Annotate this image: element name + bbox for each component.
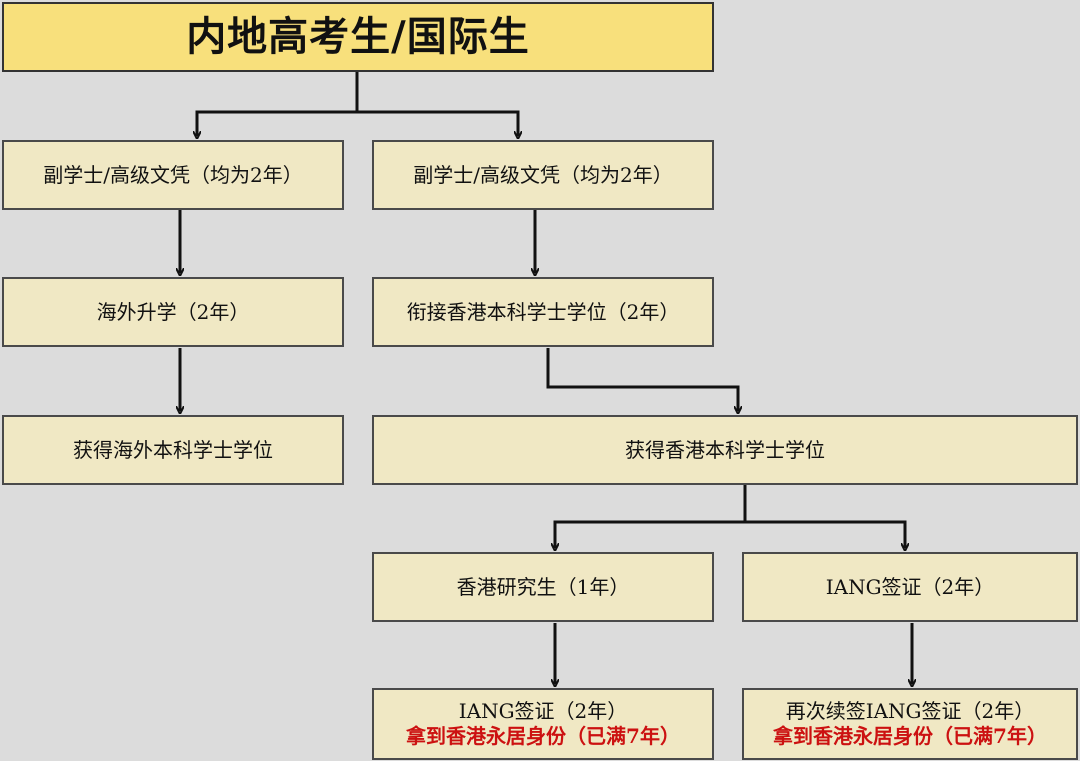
sub-left-step2-box: IANG签证（2年） 拿到香港永居身份（已满7年）	[372, 688, 714, 760]
left-step2-box: 海外升学（2年）	[2, 277, 344, 347]
sub-right-step1-box: IANG签证（2年）	[742, 552, 1078, 622]
right-step2-label: 衔接香港本科学士学位（2年）	[406, 299, 680, 324]
left-step3-label: 获得海外本科学士学位	[73, 437, 273, 462]
connector-bottom-split	[555, 484, 747, 548]
sub-right-step2-line1: 再次续签IANG签证（2年）	[785, 699, 1035, 723]
sub-right-step1-label: IANG签证（2年）	[825, 574, 995, 599]
sub-right-step2-line2: 拿到香港永居身份（已满7年）	[773, 724, 1047, 748]
right-step2-box: 衔接香港本科学士学位（2年）	[372, 277, 714, 347]
sub-left-step2-line1: IANG签证（2年）	[458, 699, 628, 723]
right-step3-box: 获得香港本科学士学位	[372, 415, 1078, 485]
title-text: 内地高考生/国际生	[186, 13, 530, 60]
connector-title-right	[357, 110, 518, 136]
right-step1-label: 副学士/高级文凭（均为2年）	[413, 162, 673, 187]
right-step3-label: 获得香港本科学士学位	[625, 437, 825, 462]
left-step1-box: 副学士/高级文凭（均为2年）	[2, 140, 344, 210]
left-step1-label: 副学士/高级文凭（均为2年）	[43, 162, 303, 187]
connector-title-split	[197, 72, 359, 136]
left-step2-label: 海外升学（2年）	[96, 299, 250, 324]
left-step3-box: 获得海外本科学士学位	[2, 415, 344, 485]
connector-bottom-right	[745, 520, 905, 548]
title-box: 内地高考生/国际生	[2, 2, 714, 72]
sub-right-step2-box: 再次续签IANG签证（2年） 拿到香港永居身份（已满7年）	[742, 688, 1078, 760]
sub-left-step2-line2: 拿到香港永居身份（已满7年）	[406, 724, 680, 748]
right-step1-box: 副学士/高级文凭（均为2年）	[372, 140, 714, 210]
connector-right-2-3	[546, 348, 738, 411]
sub-left-step1-box: 香港研究生（1年）	[372, 552, 714, 622]
sub-left-step1-label: 香港研究生（1年）	[456, 574, 630, 599]
